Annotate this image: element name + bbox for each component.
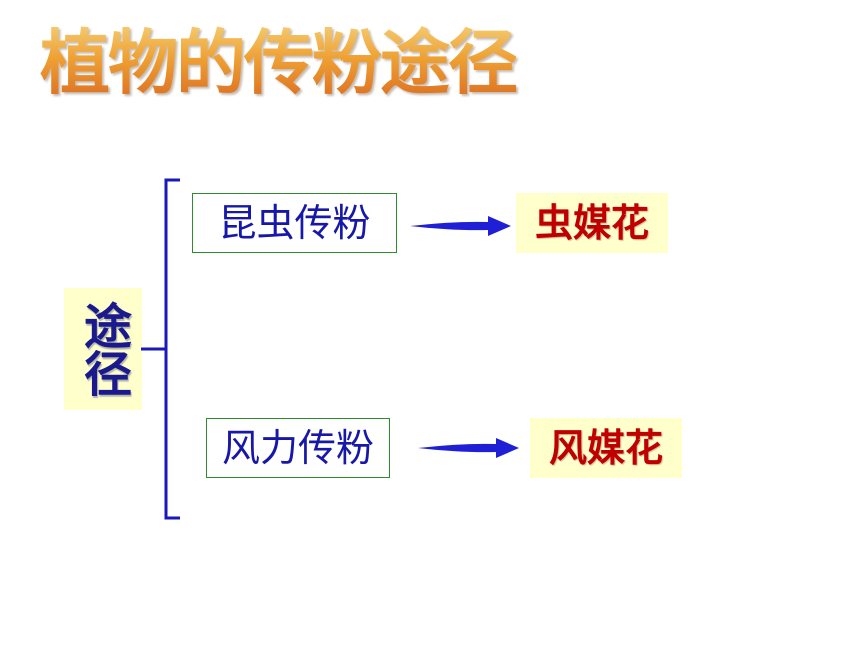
method-box-wind: 风力传粉 bbox=[206, 418, 390, 478]
arrow-bottom bbox=[418, 438, 519, 458]
bracket-line bbox=[164, 178, 180, 520]
arrow-top bbox=[410, 216, 511, 236]
result-box-insect: 虫媒花 bbox=[516, 193, 668, 253]
method-box-insect: 昆虫传粉 bbox=[192, 193, 397, 253]
result-box-wind: 风媒花 bbox=[530, 418, 682, 478]
root-label: 途径 bbox=[64, 288, 142, 410]
slide-title: 植物的传粉途径 bbox=[40, 18, 518, 108]
